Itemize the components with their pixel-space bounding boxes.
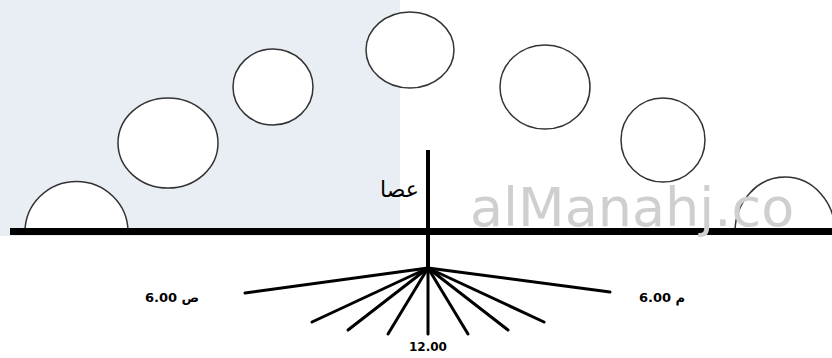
sun-position [500, 45, 590, 129]
rising-sun [25, 182, 128, 232]
shadow-lines [245, 268, 610, 334]
sun-position [366, 12, 454, 88]
watermark-panel [0, 0, 400, 236]
sun-position [621, 98, 705, 182]
time-label: 6.00 م [639, 291, 685, 305]
watermark: alManahj.co [470, 178, 794, 237]
time-label: 12.00 [409, 341, 447, 354]
time-label: 6.00 ص [145, 291, 199, 305]
stick-label: عصا [380, 178, 419, 202]
sun-position [118, 98, 218, 188]
sun-position [233, 49, 313, 125]
stick [426, 150, 430, 270]
